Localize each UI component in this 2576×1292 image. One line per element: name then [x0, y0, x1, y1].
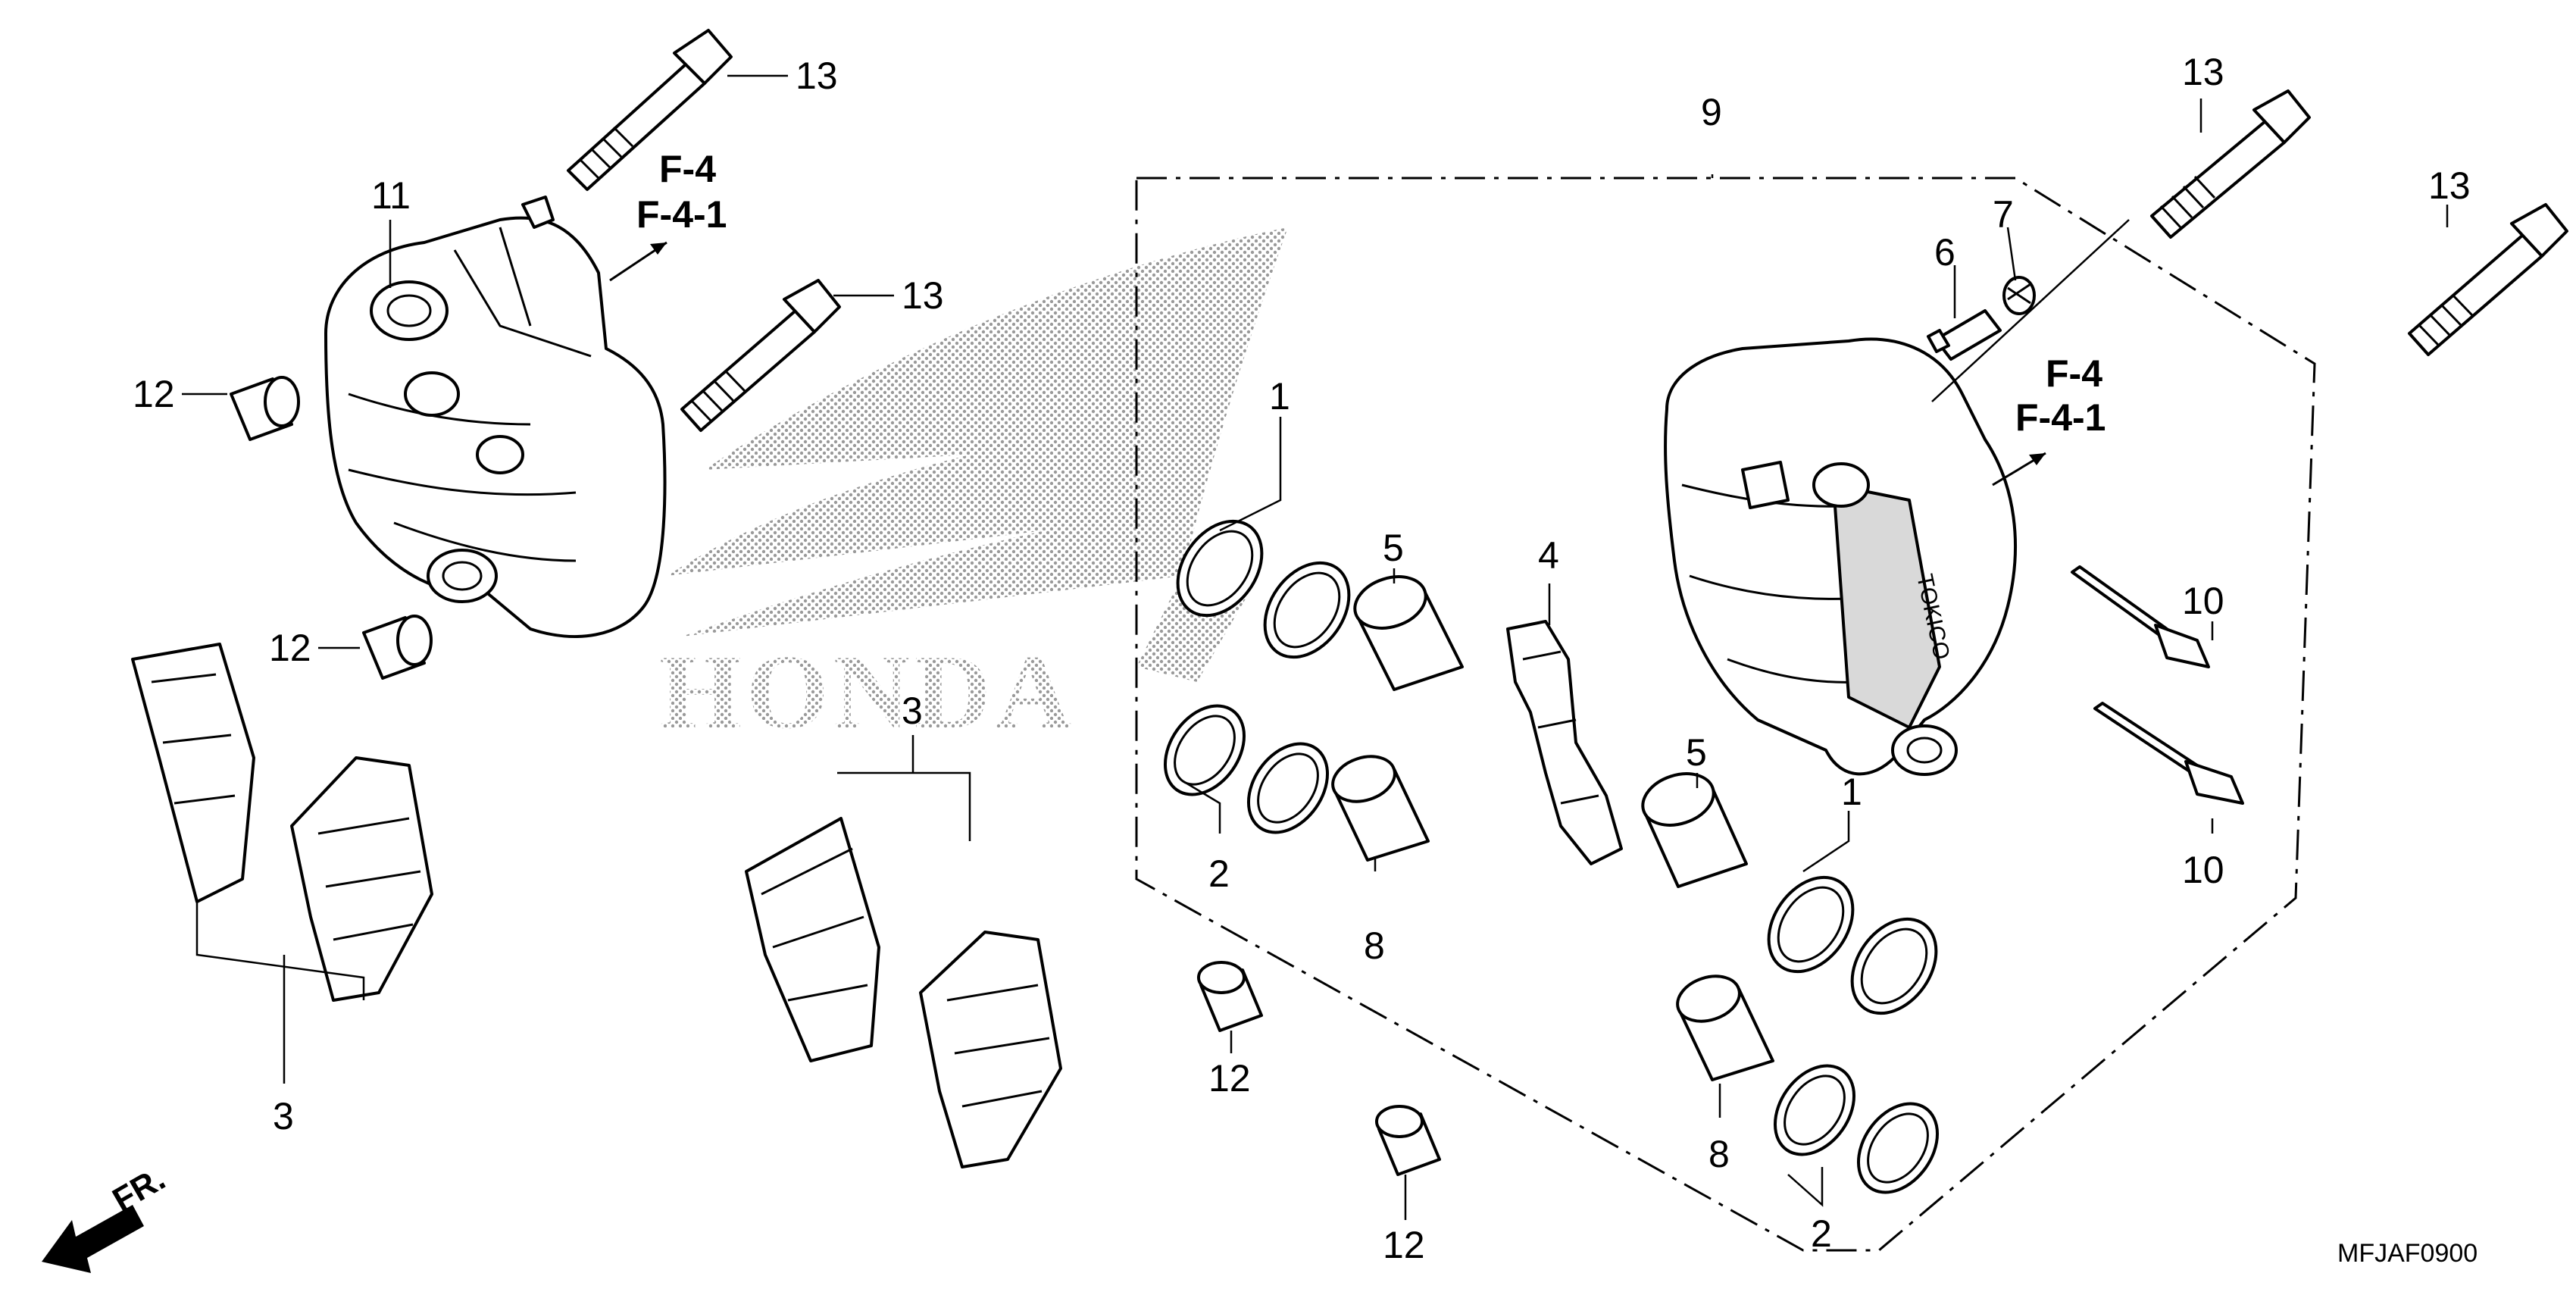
callout-12: 12 — [1208, 1057, 1251, 1100]
honda-wing-watermark-icon: HONDA — [659, 227, 1288, 751]
callout-5: 5 — [1383, 527, 1404, 569]
callout-10: 10 — [2182, 849, 2224, 891]
piston-8-left — [1331, 755, 1430, 862]
caliper-bolt-13-top-right — [2150, 89, 2311, 239]
callout-12: 12 — [1383, 1224, 1425, 1266]
bleeder-valve-6 — [1927, 309, 2002, 361]
callout-5: 5 — [1686, 731, 1707, 774]
callout-13: 13 — [902, 274, 944, 317]
bleeder-cap-7 — [2002, 276, 2036, 315]
caliper-bolt-13-top-left — [567, 29, 733, 191]
dust-seal-set-2-left — [1163, 704, 1330, 834]
callout-12: 12 — [133, 373, 175, 415]
callout-13: 13 — [796, 55, 838, 97]
right-caliper-body: TOKICO — [1664, 337, 2017, 776]
brake-pad-left-a — [131, 643, 255, 903]
caliper-bolt-13-mid-left — [680, 279, 841, 432]
brake-pad-left-b — [290, 756, 433, 1002]
front-direction-label: FR. — [107, 1160, 172, 1219]
piston-5-right — [1641, 772, 1748, 888]
diagram-code: MFJAF0900 — [2337, 1239, 2478, 1268]
cross-ref-right: F-4 F-4-1 — [1992, 352, 2106, 486]
callout-8: 8 — [1364, 924, 1385, 967]
callout-10: 10 — [2182, 580, 2224, 622]
pad-pin-10-upper — [2071, 565, 2210, 668]
cross-ref-line2: F-4-1 — [2015, 396, 2106, 439]
piston-seal-set-1-left — [1176, 519, 1351, 659]
left-caliper-body — [324, 196, 667, 638]
piston-seal-set-1-right — [1767, 875, 1938, 1015]
callout-1: 1 — [1841, 771, 1862, 813]
brake-pad-center-b — [919, 931, 1062, 1168]
callout-6: 6 — [1934, 231, 1955, 274]
front-arrow-icon: FR. — [42, 1160, 171, 1273]
leader-lines — [182, 74, 2449, 1220]
cross-ref-line1: F-4 — [659, 148, 716, 190]
piston-5-left — [1353, 575, 1464, 691]
callout-2: 2 — [1811, 1212, 1832, 1255]
callout-2: 2 — [1208, 852, 1230, 895]
callout-13: 13 — [2428, 164, 2471, 207]
callout-11: 11 — [371, 174, 411, 217]
caliper-bolt-13-far-right — [2408, 203, 2568, 356]
cross-ref-line2: F-4-1 — [636, 193, 727, 236]
pad-spring-4 — [1506, 620, 1623, 865]
callout-3: 3 — [902, 690, 923, 732]
callout-12: 12 — [269, 627, 311, 669]
callout-9: 9 — [1701, 91, 1722, 133]
sleeve-12-center — [1197, 961, 1263, 1032]
watermark-text: HONDA — [659, 633, 1077, 751]
sleeve-12-left-upper — [230, 376, 300, 441]
cross-ref-left: F-4 F-4-1 — [609, 148, 727, 282]
sleeve-12-bottom — [1375, 1105, 1441, 1176]
sleeve-12-left-lower — [362, 615, 433, 680]
callout-4: 4 — [1538, 534, 1559, 577]
brake-pad-center-a — [745, 817, 880, 1062]
pad-pin-10-lower — [2093, 702, 2244, 805]
cross-ref-line1: F-4 — [2046, 352, 2102, 395]
callout-7: 7 — [1993, 193, 2014, 236]
callout-13: 13 — [2182, 51, 2224, 93]
callout-1: 1 — [1269, 375, 1290, 418]
piston-8-right — [1676, 974, 1774, 1081]
dust-seal-set-2-right — [1773, 1064, 1940, 1194]
caliper-assembly-frame — [1135, 177, 2316, 1252]
callout-3: 3 — [273, 1095, 294, 1137]
callout-8: 8 — [1708, 1133, 1730, 1175]
